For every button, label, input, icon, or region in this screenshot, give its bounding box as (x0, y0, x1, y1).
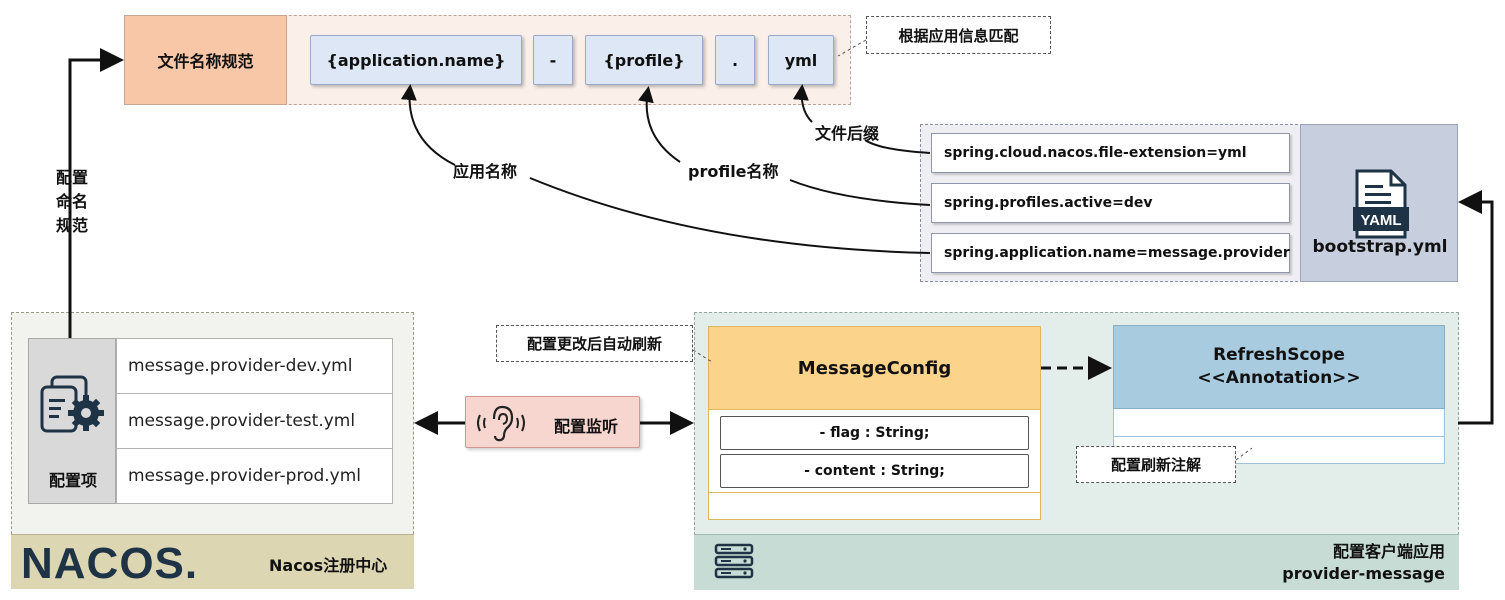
client-app-label-name: provider-message (1282, 564, 1445, 583)
server-rack-icon (714, 543, 754, 579)
match-callout: 根据应用信息匹配 (866, 16, 1051, 54)
config-items-header: 配置项 (28, 338, 116, 504)
yaml-file-icon: YAML (1353, 169, 1409, 239)
message-config-class-name: MessageConfig (708, 326, 1041, 410)
client-app-label-cn: 配置客户端应用 (1332, 542, 1445, 561)
profile-curve (647, 90, 931, 206)
naming-rule-line-2: 命名 (55, 192, 88, 211)
prop-file-extension: spring.cloud.nacos.file-extension=yml (931, 133, 1290, 173)
refresh-callout-pointer (1235, 447, 1253, 461)
app-name-label: 应用名称 (453, 162, 518, 181)
refresh-scope-name: RefreshScope (1213, 345, 1345, 365)
field-content: - content : String; (720, 454, 1029, 488)
nacos-footer: NACOS. Nacos注册中心 (11, 534, 414, 589)
refresh-annotation-callout: 配置刷新注解 (1076, 446, 1236, 483)
auto-refresh-pointer (692, 349, 713, 363)
suffix-curve (802, 88, 931, 154)
file-naming-title: 文件名称规范 (124, 15, 287, 105)
naming-rule-line-1: 配置 (55, 168, 88, 187)
config-file-dev[interactable]: message.provider-dev.yml (116, 338, 393, 394)
class-divider (708, 492, 1041, 493)
config-items-label: 配置项 (48, 471, 97, 490)
bootstrap-file-name: bootstrap.yml (1312, 237, 1448, 257)
field-flag: - flag : String; (720, 416, 1029, 450)
file-suffix-label: 文件后缀 (815, 124, 880, 143)
refresh-scope-header: RefreshScope <<Annotation>> (1113, 325, 1445, 409)
refresh-scope-stereotype: <<Annotation>> (1197, 368, 1361, 388)
client-app-footer: 配置客户端应用 provider-message (694, 534, 1459, 590)
auto-refresh-callout: 配置更改后自动刷新 (496, 325, 693, 362)
prop-application-name: spring.application.name=message.provider (931, 233, 1290, 273)
bootstrap-file-card: YAML bootstrap.yml (1300, 124, 1458, 282)
config-listen-label: 配置监听 (554, 417, 619, 436)
token-dash: - (533, 35, 573, 85)
nacos-registry-label: Nacos注册中心 (269, 556, 388, 575)
yaml-icon-text: YAML (1360, 212, 1401, 229)
client-app-label: 配置客户端应用 provider-message (1282, 541, 1445, 585)
naming-rule-arrow (68, 48, 124, 338)
naming-rule-label: 配置 命名 规范 (52, 166, 92, 238)
ear-listen-icon (477, 405, 525, 442)
config-file-prod[interactable]: message.provider-prod.yml (116, 448, 393, 504)
config-file-test[interactable]: message.provider-test.yml (116, 393, 393, 449)
profile-name-label: profile名称 (688, 162, 779, 181)
nacos-logo-text: NACOS. (21, 541, 198, 583)
nacos-logo: NACOS. (21, 541, 198, 583)
annotation-divider (1113, 436, 1445, 437)
naming-rule-line-3: 规范 (55, 216, 88, 235)
prop-profiles-active: spring.profiles.active=dev (931, 183, 1290, 223)
config-files-gear-icon (40, 375, 104, 433)
match-callout-pointer (837, 39, 867, 57)
config-listener: 配置监听 (465, 396, 640, 448)
token-dot: . (715, 35, 755, 85)
bootstrap-link-arrow (1458, 190, 1494, 425)
app-name-curve (410, 88, 931, 254)
